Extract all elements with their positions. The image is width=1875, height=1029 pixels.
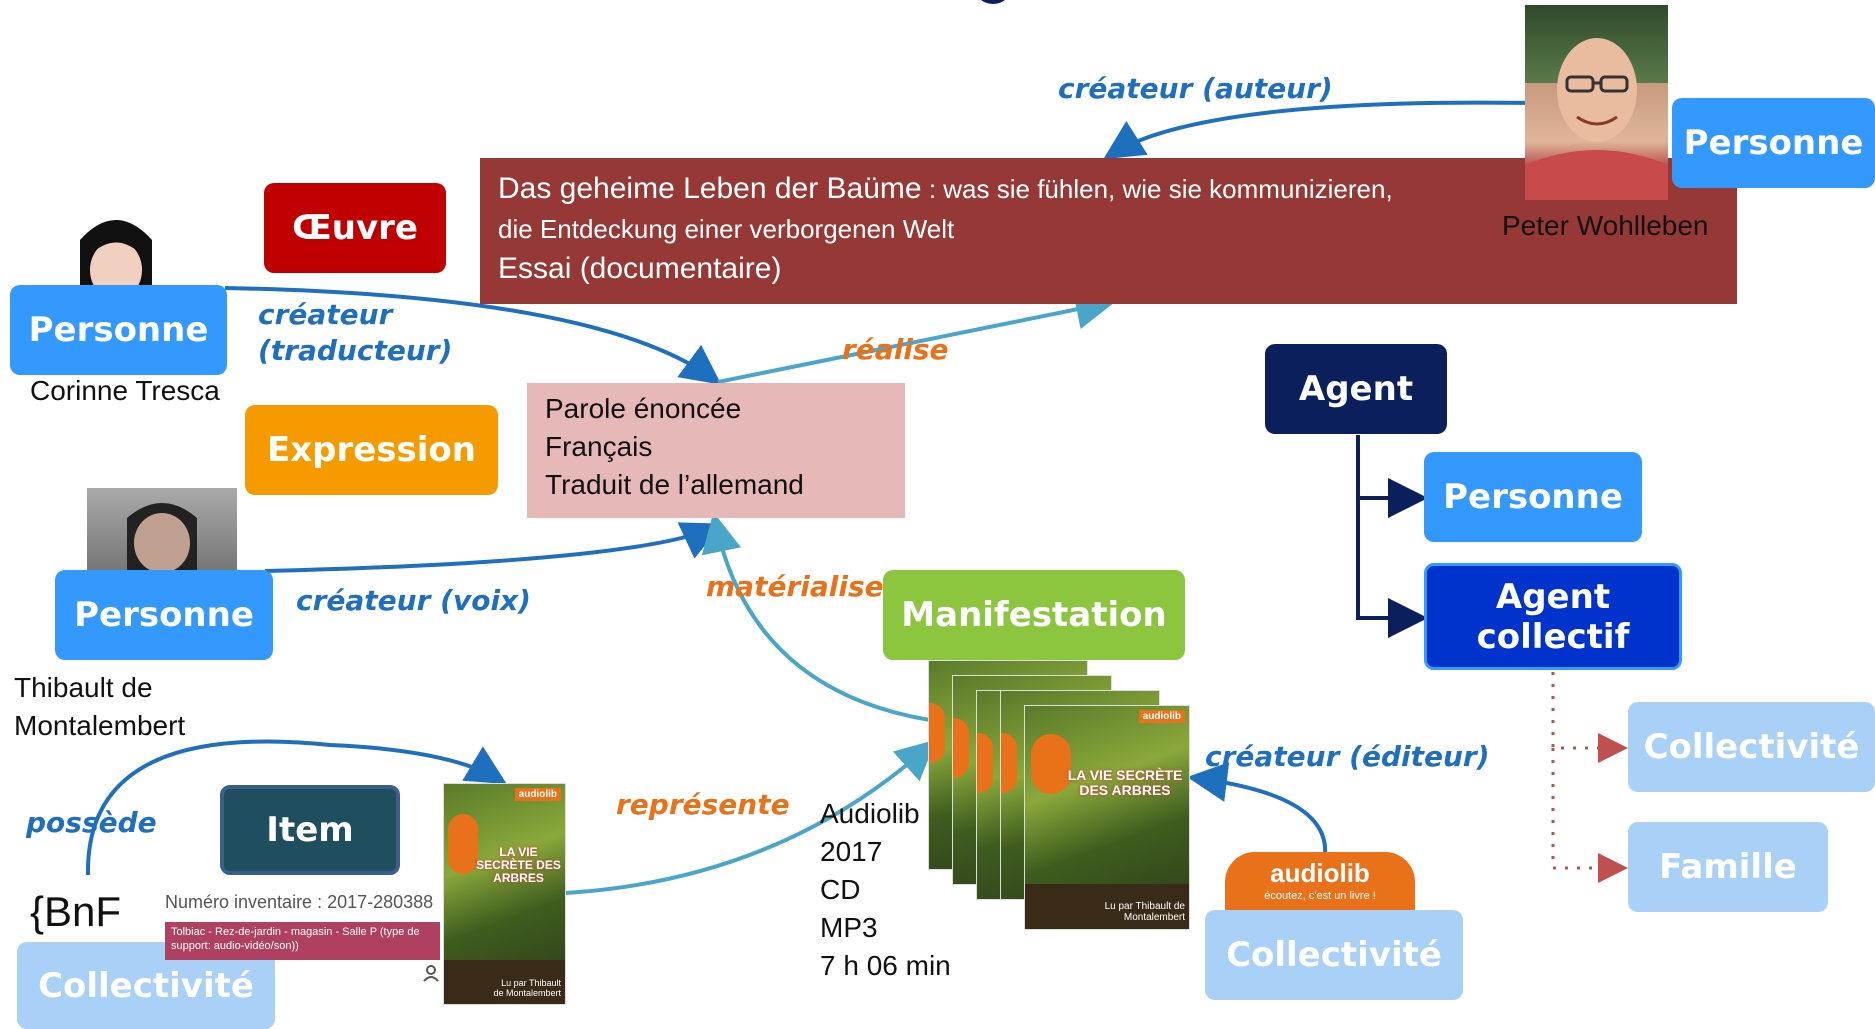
tree-line-collectif <box>1356 498 1428 638</box>
item-location-bar: Tolbiac - Rez-de-jardin - magasin - Sall… <box>165 922 440 960</box>
translator-name: Corinne Tresca <box>30 375 220 406</box>
bnf-logo-text: BnF <box>44 888 122 935</box>
agent-famille-box: Famille <box>1628 822 1828 912</box>
item-cover: audiolib LA VIE SECRÈTE DES ARBRES Lu pa… <box>443 783 566 1005</box>
voice-avatar-icon <box>127 503 197 570</box>
relation-voice: créateur (voix) <box>296 584 531 617</box>
item-inventory: Numéro inventaire : 2017-280388 <box>165 892 434 912</box>
author-photo-icon <box>1525 38 1668 200</box>
bnf-logo-bracket: { <box>30 888 45 935</box>
voice-name-line2: Montalembert <box>14 710 186 741</box>
cover-prize-badge <box>1031 734 1071 794</box>
arrow-author <box>1103 100 1531 160</box>
publisher-logo: audiolib écoutez, c'est un livre ! <box>1225 852 1415 912</box>
cover-title: LA VIE SECRÈTE DES ARBRES <box>1067 767 1183 799</box>
manifestation-line-2: 2017 <box>820 836 883 867</box>
arrow-publisher <box>1187 762 1328 856</box>
work-title-subtitle: : was sie fühlen, wie sie kommunizieren, <box>921 174 1393 204</box>
manifestation-label: Manifestation <box>883 570 1185 660</box>
item-cover-badge: audiolib <box>514 788 561 801</box>
expression-line-1: Parole énoncée <box>545 393 742 424</box>
relation-possede: possède <box>26 806 157 839</box>
agent-root-box: Agent <box>1265 344 1447 434</box>
agent-collectif-box: Agent collectif <box>1424 563 1682 670</box>
voice-person-box: Personne <box>55 570 273 660</box>
bnf-logo: {BnF <box>30 888 121 936</box>
tree-line-famille <box>1551 748 1628 883</box>
publisher-collectivite-box: Collectivité <box>1205 910 1463 1000</box>
arrow-represente <box>564 739 936 895</box>
translator-avatar <box>35 210 197 290</box>
person-icon-svg <box>423 965 439 982</box>
publisher-logo-tagline: écoutez, c'est un livre ! <box>1264 890 1376 902</box>
arrow-materialise <box>701 512 931 722</box>
author-person-box: Personne <box>1672 98 1875 188</box>
expression-line-3: Traduit de l’allemand <box>545 469 804 500</box>
manifestation-line-4: MP3 <box>820 912 878 943</box>
manifestation-line-3: CD <box>820 874 861 905</box>
arrow-possede <box>85 739 507 876</box>
relation-author: créateur (auteur) <box>1058 72 1333 105</box>
arrow-translator <box>224 286 722 385</box>
manifestation-line-5: 7 h 06 min <box>820 950 951 981</box>
relation-translator-line2: (traducteur) <box>258 334 453 367</box>
cover-circle <box>977 732 993 793</box>
tree-line-personne <box>1356 435 1428 518</box>
work-title-line1: Das geheime Leben der Baüme : was sie fü… <box>498 172 1393 206</box>
publisher-logo-brand: audiolib <box>1270 858 1370 888</box>
translator-person-box: Personne <box>10 285 227 375</box>
voice-avatar <box>87 488 237 570</box>
relation-publisher: créateur (éditeur) <box>1205 740 1490 773</box>
agent-collectif-line1: Agent <box>1495 576 1611 617</box>
work-title-line2: die Entdeckung einer verborgenen Welt <box>498 214 955 244</box>
relation-realise: réalise <box>842 333 949 366</box>
author-name: Peter Wohlleben <box>1502 210 1709 241</box>
manifestation-line-1: Audiolib <box>820 798 920 829</box>
author-photo <box>1525 5 1668 200</box>
arrow-realise <box>717 289 1116 384</box>
expression-line-2: Français <box>545 431 653 462</box>
cover-badge: audiolib <box>1138 710 1185 723</box>
tree-line-collectivite <box>1551 672 1628 763</box>
agent-collectivite-box: Collectivité <box>1628 702 1875 792</box>
item-cover-reader: Lu par Thibault de Montalembert <box>493 978 561 998</box>
relation-materialise: matérialise <box>706 570 884 603</box>
cover-circle <box>1001 732 1017 793</box>
expression-box: Parole énoncée Français Traduit de l’all… <box>527 383 905 518</box>
relation-represente: représente <box>616 788 790 821</box>
item-cover-footer <box>444 960 565 1004</box>
item-cover-prize <box>448 814 478 874</box>
agent-collectif-line2: collectif <box>1476 616 1630 657</box>
work-title-main: Das geheime Leben der Baüme <box>498 172 922 205</box>
item-cover-title: LA VIE SECRÈTE DES ARBRES <box>476 844 561 885</box>
agent-personne-box: Personne <box>1424 452 1642 542</box>
manifestation-cover-front: audiolib LA VIE SECRÈTE DES ARBRES Lu pa… <box>1024 705 1190 930</box>
cover-circle <box>929 702 945 763</box>
title-fragment <box>973 0 1013 4</box>
cover-reader: Lu par Thibault de Montalembert <box>1104 901 1185 923</box>
cover-footer <box>1025 884 1189 929</box>
item-location: Tolbiac - Rez-de-jardin - magasin - Sall… <box>171 926 420 952</box>
item-label: Item <box>220 785 400 875</box>
cover-circle <box>953 717 969 778</box>
work-form: Essai (documentaire) <box>498 252 782 285</box>
oeuvre-label: Œuvre <box>264 183 446 273</box>
translator-avatar-icon <box>80 220 152 290</box>
expression-label: Expression <box>245 405 498 495</box>
person-icon <box>422 964 440 982</box>
voice-name-line1: Thibault de <box>14 672 153 703</box>
arrow-voice <box>264 522 723 573</box>
relation-translator-line1: créateur <box>258 298 393 331</box>
